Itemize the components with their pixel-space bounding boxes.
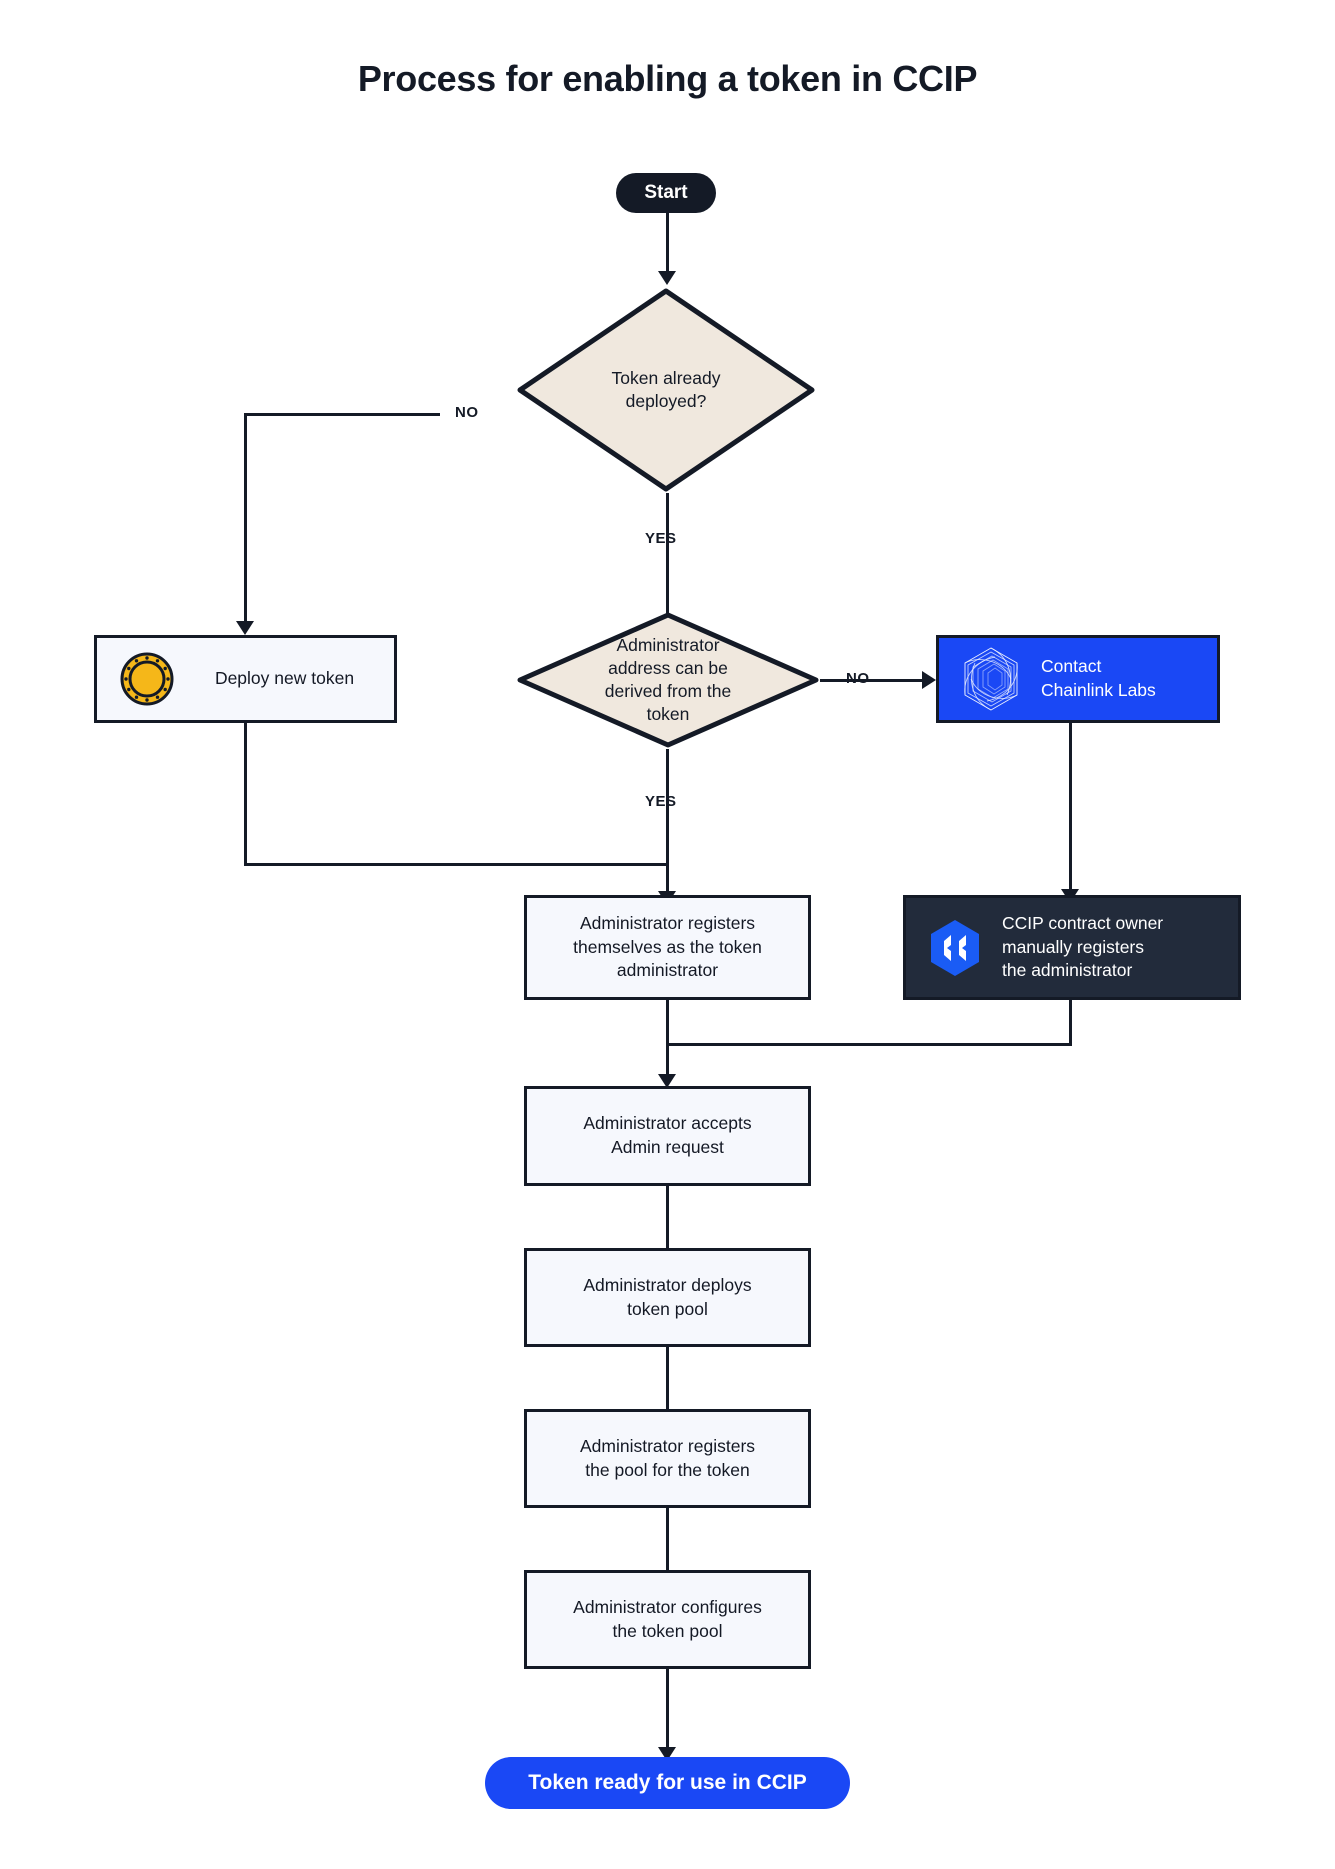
- arrowhead-admin-accepts: [658, 1074, 676, 1088]
- node-admin-accepts[interactable]: Administrator accepts Admin request: [524, 1086, 811, 1186]
- node-end-label: Token ready for use in CCIP: [528, 1771, 807, 1795]
- registers-pool-line1: Administrator registers: [579, 1435, 756, 1456]
- ccip-owner-line1: CCIP contract owner: [1002, 913, 1164, 934]
- page-title: Process for enabling a token in CCIP: [357, 58, 978, 99]
- node-admin-registers-self[interactable]: Administrator registers themselves as th…: [524, 895, 811, 1000]
- node-start-label: Start: [644, 181, 688, 203]
- node-admin-registers-self-label: Administrator registers themselves as th…: [573, 912, 762, 983]
- edge-ccip-owner-left: [666, 1043, 1072, 1046]
- registers-self-line1: Administrator registers: [579, 913, 756, 934]
- registers-self-line2: themselves as the token: [573, 936, 762, 957]
- node-admin-configures-pool-label: Administrator configures the token pool: [573, 1596, 762, 1643]
- node-admin-accepts-label: Administrator accepts Admin request: [583, 1112, 751, 1159]
- node-ccip-owner-registers-label: CCIP contract owner manually registers t…: [986, 912, 1163, 983]
- node-admin-registers-pool[interactable]: Administrator registers the pool for the…: [524, 1409, 811, 1508]
- accepts-line2: Admin request: [611, 1137, 724, 1157]
- arrowhead-contact-chainlink: [922, 671, 936, 689]
- node-admin-deploys-pool[interactable]: Administrator deploys token pool: [524, 1248, 811, 1347]
- edge-deploy-right: [244, 863, 668, 866]
- edge-decision2-no: [820, 679, 926, 682]
- node-admin-registers-pool-label: Administrator registers the pool for the…: [580, 1435, 755, 1482]
- edge-decision1-no-horizontal: [244, 413, 440, 416]
- node-end[interactable]: Token ready for use in CCIP: [485, 1757, 850, 1809]
- node-decision-admin-derived[interactable]: Administrator address can be derived fro…: [516, 611, 820, 749]
- arrowhead-deploy-new-token: [236, 621, 254, 635]
- node-ccip-owner-registers[interactable]: CCIP contract owner manually registers t…: [903, 895, 1241, 1000]
- accepts-line1: Administrator accepts: [583, 1113, 752, 1134]
- deploys-pool-line2: token pool: [627, 1298, 708, 1319]
- edge-label-decision1-no: NO: [455, 404, 479, 421]
- edge-registers-to-accepts: [666, 1000, 669, 1078]
- registers-pool-line2: the pool for the token: [585, 1459, 750, 1480]
- chainlink-line2: Chainlink Labs: [1041, 680, 1156, 700]
- registers-self-line3: administrator: [616, 960, 719, 981]
- edge-decision1-yes: [666, 493, 669, 621]
- edge-registers-pool-to-configures: [666, 1508, 669, 1584]
- arrowhead-decision1: [658, 271, 676, 285]
- edge-label-decision1-yes: YES: [645, 530, 677, 547]
- edge-chainlink-to-ccip-owner: [1069, 723, 1072, 893]
- configures-pool-line2: the token pool: [612, 1620, 723, 1641]
- node-admin-configures-pool[interactable]: Administrator configures the token pool: [524, 1570, 811, 1669]
- edge-ccip-owner-down: [1069, 1000, 1072, 1046]
- node-decision-token-deployed[interactable]: Token already deployed?: [516, 287, 816, 493]
- configures-pool-line1: Administrator configures: [573, 1596, 762, 1617]
- edge-deploys-to-registers-pool: [666, 1347, 669, 1423]
- ccip-logo-icon: [924, 917, 986, 979]
- ccip-owner-line2: manually registers: [1002, 936, 1144, 957]
- chainlink-line1: Contact: [1041, 656, 1102, 677]
- edge-configures-to-end: [666, 1669, 669, 1751]
- node-contact-chainlink-labs-label: Contact Chainlink Labs: [1027, 655, 1156, 702]
- chainlink-labs-logo-icon: [955, 643, 1027, 715]
- deploys-pool-line1: Administrator deploys: [583, 1274, 752, 1295]
- token-coin-icon: [119, 651, 175, 707]
- edge-accepts-to-deploys: [666, 1186, 669, 1261]
- edge-decision1-no-vertical: [244, 413, 247, 625]
- node-admin-deploys-pool-label: Administrator deploys token pool: [583, 1274, 751, 1321]
- ccip-owner-line3: the administrator: [1002, 960, 1133, 981]
- edge-decision2-yes: [666, 749, 669, 895]
- edge-deploy-down: [244, 723, 247, 866]
- node-deploy-new-token-label: Deploy new token: [214, 668, 355, 689]
- edge-label-decision2-yes: YES: [645, 793, 677, 810]
- node-deploy-new-token[interactable]: Deploy new token: [94, 635, 397, 723]
- node-contact-chainlink-labs[interactable]: Contact Chainlink Labs: [936, 635, 1220, 723]
- node-start[interactable]: Start: [616, 173, 716, 213]
- edge-start-to-decision1: [666, 213, 669, 275]
- edge-label-decision2-no: NO: [846, 670, 870, 687]
